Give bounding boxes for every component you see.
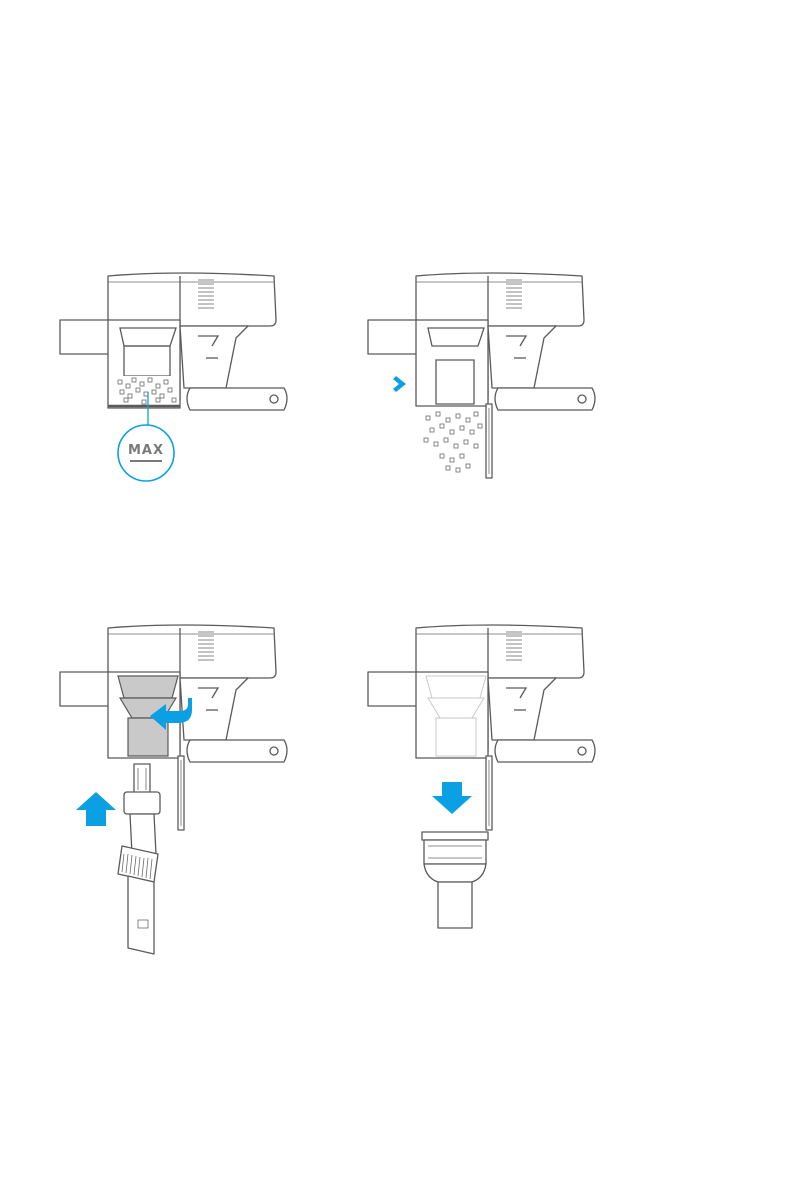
vacuum-remove-cyclone-illustration [58,620,298,965]
step-1-panel: MAX [58,268,298,488]
step-3-panel [58,620,298,965]
step-4-panel [366,620,606,940]
arrow-down-icon [432,782,472,814]
max-label: MAX [128,443,164,458]
chevron-right-icon [393,376,406,392]
arrow-up-icon [76,792,116,826]
vacuum-cyclone-removed-illustration [366,620,606,940]
vacuum-empty-bin-illustration [366,268,606,488]
vacuum-full-bin-illustration: MAX [58,268,298,488]
step-2-panel [366,268,606,488]
